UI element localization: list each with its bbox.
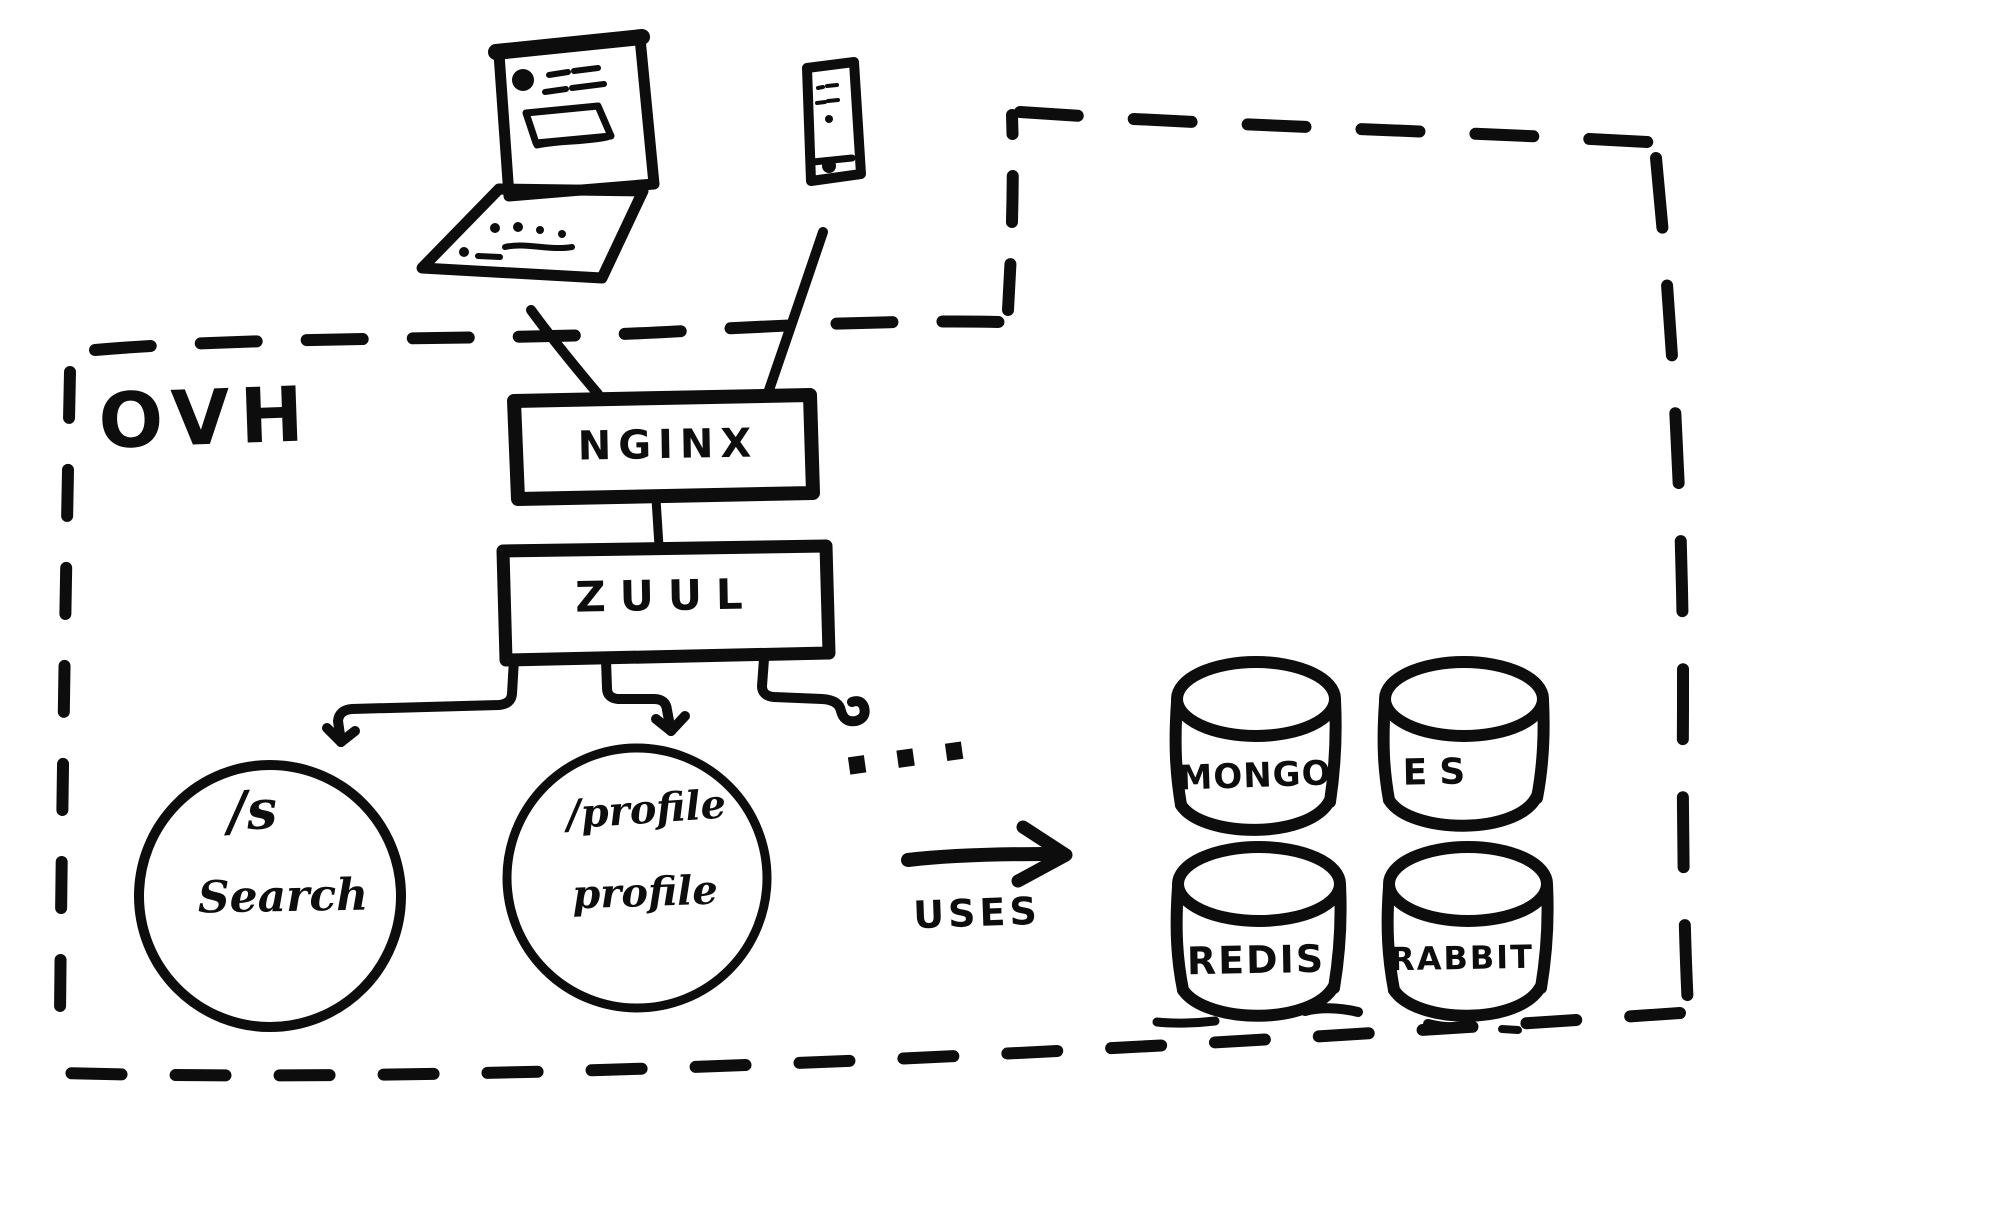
more-services-ellipsis: ... <box>829 671 990 798</box>
search-service-circle <box>134 760 406 1032</box>
zuul-to-profile-connector <box>601 655 690 736</box>
nginx-to-zuul-connector <box>651 494 664 551</box>
profile-service-name: profile <box>571 866 719 919</box>
db-cylinder-mongo <box>1169 656 1342 836</box>
profile-service-circle <box>502 743 772 1013</box>
cylinder-ground-strokes <box>1152 1003 1522 1034</box>
uses-arrow <box>901 820 1073 888</box>
laptop-to-nginx-connector <box>526 305 603 399</box>
laptop-icon <box>416 29 660 284</box>
nginx-label: NGINX <box>577 420 759 470</box>
db-cylinder-rabbit <box>1381 841 1554 1022</box>
ovh-region-label: OVH <box>96 369 315 466</box>
phone-to-nginx-connector <box>763 227 828 398</box>
zuul-label: ZUUL <box>574 569 758 622</box>
nginx-box <box>507 388 820 506</box>
db-cylinder-redis <box>1170 841 1347 1022</box>
search-service-name: Search <box>197 869 369 924</box>
db-cylinder-es <box>1377 656 1550 832</box>
phone-icon <box>802 57 866 186</box>
zuul-to-search-connector <box>322 654 519 747</box>
uses-relation-label: USES <box>912 888 1042 938</box>
ovh-boundary-dashed-border <box>54 106 1694 1082</box>
search-service-route: /s <box>225 776 279 844</box>
profile-service-route: /profile <box>564 780 728 839</box>
redis-label: REDIS <box>1186 936 1326 984</box>
zuul-to-more-connector <box>757 654 870 727</box>
mongo-label: MONGO <box>1177 753 1333 799</box>
zuul-box <box>496 539 836 667</box>
rabbit-label: RABBIT <box>1389 937 1535 979</box>
es-label: ES <box>1402 751 1478 794</box>
